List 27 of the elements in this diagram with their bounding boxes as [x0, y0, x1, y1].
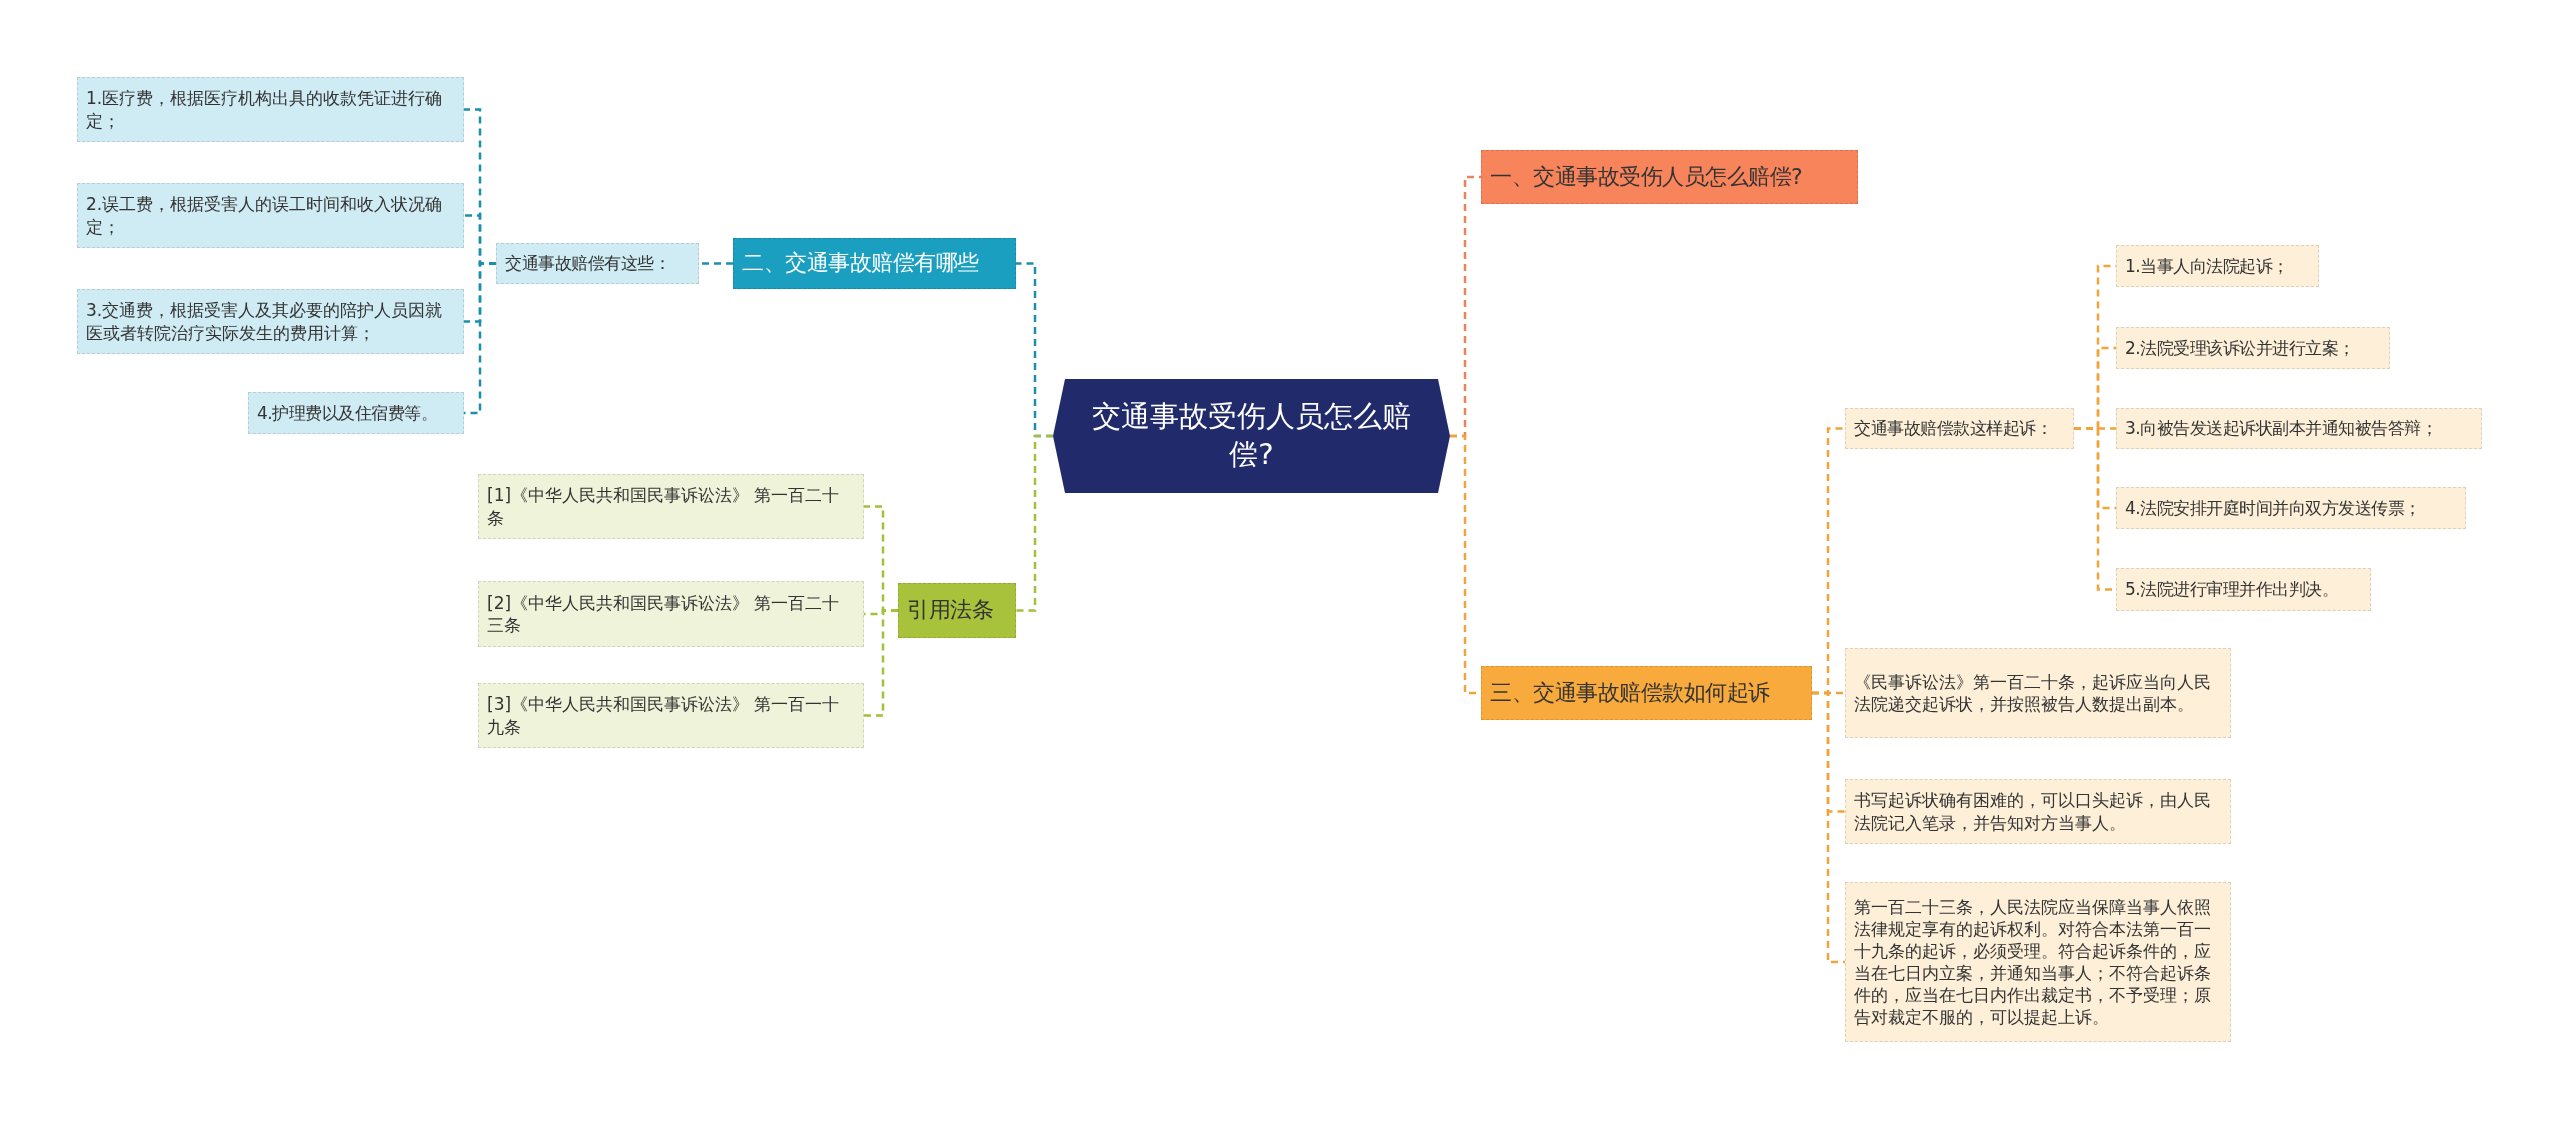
- subtopic-box: 1.医疗费，根据医疗机构出具的收款凭证进行确定；: [77, 77, 464, 142]
- subtopic-box: [3]《中华人民共和国民事诉讼法》 第一百一十九条: [478, 683, 864, 748]
- subtopic-box: 4.护理费以及住宿费等。: [248, 392, 464, 434]
- subtopic-box: 3.向被告发送起诉状副本并通知被告答辩；: [2116, 408, 2482, 449]
- subtopic-box: 2.误工费，根据受害人的误工时间和收入状况确定；: [77, 183, 464, 248]
- subtopic-box: 3.交通费，根据受害人及其必要的陪护人员因就医或者转院治疗实际发生的费用计算；: [77, 289, 464, 354]
- topic-box: 三、交通事故赔偿款如何起诉: [1481, 666, 1812, 720]
- connector-line: [1016, 434, 1053, 612]
- subtopic-box: 第一百二十三条，人民法院应当保障当事人依照法律规定享有的起诉权利。对符合本法第一百一十九条的起诉，必须受理。符合起诉条件的，应当在七日内立案，并通知当事人；不符合起诉条件的，应当在七日内作出裁定书，不予受理；原告对裁定不服的，可以提起上诉。: [1845, 882, 2231, 1042]
- subtopic-box: 交通事故赔偿有这些：: [496, 243, 699, 284]
- connector-line: [864, 609, 898, 717]
- topic-box: 引用法条: [898, 583, 1016, 638]
- connector-line: [699, 262, 733, 265]
- subtopic-box: [2]《中华人民共和国民事诉讼法》 第一百二十三条: [478, 581, 864, 647]
- subtopic-box: 2.法院受理该诉讼并进行立案；: [2116, 327, 2390, 369]
- subtopic-box: 《民事诉讼法》第一百二十条，起诉应当向人民法院递交起诉状，并按照被告人数提出副本。: [1845, 648, 2231, 738]
- subtopic-box: 书写起诉状确有困难的，可以口头起诉，由人民法院记入笔录，并告知对方当事人。: [1845, 779, 2231, 844]
- topic-box: 二、交通事故赔偿有哪些: [733, 238, 1016, 289]
- central-topic: 交通事故受伤人员怎么赔偿?: [1053, 379, 1450, 493]
- topic-box: 一、交通事故受伤人员怎么赔偿?: [1481, 150, 1858, 204]
- subtopic-box: 4.法院安排开庭时间并向双方发送传票；: [2116, 487, 2466, 529]
- subtopic-box: 5.法院进行审理并作出判决。: [2116, 568, 2371, 611]
- connector-line: [1812, 691, 1845, 964]
- subtopic-box: 交通事故赔偿款这样起诉：: [1845, 408, 2074, 449]
- subtopic-box: [1]《中华人民共和国民事诉讼法》 第一百二十条: [478, 474, 864, 539]
- subtopic-box: 1.当事人向法院起诉；: [2116, 245, 2319, 287]
- connector-line: [464, 262, 496, 415]
